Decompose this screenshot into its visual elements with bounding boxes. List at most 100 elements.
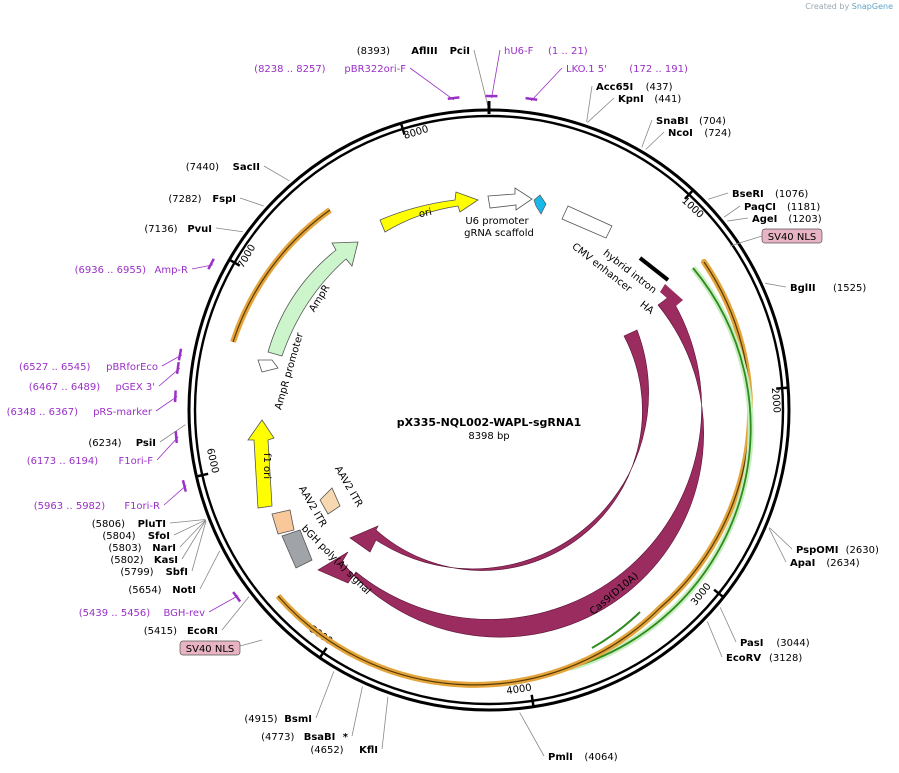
primer-coord-ampr: (6936 .. 6955) — [75, 265, 147, 276]
cmv-enhancer-box — [561, 205, 613, 239]
site-coord-apai: (2634) — [826, 558, 859, 569]
f1-ori-arrow — [247, 419, 275, 509]
site-name-bsmi: BsmI — [284, 714, 312, 725]
site-coord-sbfi: (5799) — [120, 567, 153, 578]
site-name-ecorv: EcoRV — [726, 653, 761, 664]
primer-coord-bghrev: (5439 .. 5456) — [79, 608, 151, 619]
snapgene-watermark: Created by SnapGene — [805, 2, 893, 11]
site-coord-kfli: (4652) — [310, 745, 343, 756]
site-leader-sfoi — [173, 519, 206, 536]
primer-leader-f1orif — [156, 436, 179, 461]
site-coord-sacii: (7440) — [186, 162, 219, 173]
site-coord-pmli: (4064) — [584, 752, 617, 763]
sv40-nls-badge-top: SV40 NLS — [761, 228, 823, 244]
ha-label: HA — [637, 299, 655, 317]
primer-coord-hu6f: (1 .. 21) — [548, 46, 588, 57]
site-leader-pspomi — [769, 527, 793, 550]
site-name-psii: PsiI — [136, 438, 156, 449]
site-coord-kpni: (441) — [654, 94, 681, 105]
ruler-tick — [229, 259, 241, 267]
primer-name-ampr: Amp-R — [155, 265, 189, 276]
site-name-pluti: PluTI — [138, 519, 166, 530]
site-name-ncoi: NcoI — [668, 128, 693, 139]
sv40-nls-leader-top — [729, 235, 763, 247]
ampr-promoter-arrow — [257, 359, 279, 373]
site-name-fspi: FspI — [212, 194, 236, 205]
site-name-nari: NarI — [152, 543, 176, 554]
primer-bar-lko15 — [525, 96, 538, 101]
primer-leader-f1orir — [163, 485, 187, 506]
site-coord-noti: (5654) — [128, 585, 161, 596]
primer-bar-pbrforeco — [177, 348, 183, 361]
site-name-kpni: KpnI — [618, 94, 644, 105]
ampr-arrow — [267, 241, 359, 357]
site-name-kfli: KflI — [359, 745, 378, 756]
ori-arrow — [379, 191, 479, 233]
aav2-itr-box-1 — [319, 487, 341, 515]
site-leader-paqci — [723, 205, 741, 218]
site-name-sbfi: SbfI — [166, 567, 188, 578]
primer-leader-pbrforeco — [161, 354, 183, 367]
f1-ori-label: f1 ori — [261, 453, 272, 479]
cas9-inner — [349, 329, 649, 571]
site-coord-fspi: (7282) — [168, 194, 201, 205]
plasmid-name: pX335-NQL002-WAPL-sgRNA1 — [397, 416, 582, 429]
plasmid-length: 8398 bp — [468, 431, 509, 442]
site-leader-bseri — [708, 192, 729, 200]
ruler-tick — [776, 386, 788, 390]
site-leader-ncoi — [645, 131, 665, 150]
site-coord-afliii: (8393) — [357, 46, 390, 57]
site-leader-acc65i — [586, 85, 593, 123]
site-leader-afliii — [473, 49, 489, 107]
site-coord-ncoi: (724) — [704, 128, 731, 139]
primer-leader-lko15 — [530, 67, 563, 102]
site-coord-paqci: (1181) — [787, 202, 820, 213]
site-name-kasi: KasI — [154, 555, 178, 566]
site-leader-bsabi — [351, 686, 363, 737]
primer-name-pbrforeco: pBRforEco — [106, 362, 158, 373]
primer-coord-lko15: (172 .. 191) — [629, 64, 688, 75]
site-coord-pspomi: (2630) — [846, 545, 879, 556]
site-name-agei: AgeI — [752, 214, 777, 225]
cas9-arrows — [317, 295, 704, 638]
primer-leader-pbr322ori — [409, 67, 455, 101]
grna-scaffold-label: gRNA scaffold — [464, 228, 534, 239]
sv40-nls-text-top: SV40 NLS — [768, 232, 817, 243]
ruler-tick — [530, 694, 535, 706]
site-leader-bsmi — [315, 671, 335, 719]
ruler-tick — [713, 588, 724, 598]
site-leader-ecori — [221, 596, 250, 631]
ruler-tick — [400, 123, 406, 136]
grna-scaffold-arrow — [533, 194, 547, 215]
site-name-pasi: PasI — [740, 638, 763, 649]
ruler-tick-label: 4000 — [506, 683, 533, 698]
site-name-acc65i: Acc65I — [596, 82, 633, 93]
site-coord-bsabi: (4773) — [261, 732, 294, 743]
site-leader-sacii — [263, 165, 290, 182]
primer-name-hu6f: hU6-F — [504, 46, 534, 57]
primer-coord-pbr322ori: (8238 .. 8257) — [254, 64, 326, 75]
orf-arrows — [230, 207, 754, 688]
site-leader-snabi — [641, 119, 653, 148]
watermark-brand: SnapGene — [851, 2, 893, 11]
site-name-snabi: SnaBI — [656, 116, 688, 127]
site-leader-kfli — [381, 696, 389, 750]
watermark-prefix: Created by — [805, 2, 850, 11]
primer-bar-f1orif — [174, 431, 178, 444]
site-leader-pvui — [215, 227, 243, 233]
primer-coord-pgex3: (6467 .. 6489) — [29, 382, 101, 393]
primer-leader-hu6f — [491, 49, 501, 99]
primer-coord-pbrforeco: (6527 .. 6545) — [19, 362, 91, 373]
site-name-bsabi: BsaBI — [304, 732, 336, 743]
site-extra-afliii: PciI — [450, 46, 470, 57]
u6-promoter-arrow — [487, 187, 533, 211]
primer-name-pbr322ori: pBR322ori-F — [344, 64, 406, 75]
site-coord-acc65i: (437) — [646, 82, 673, 93]
site-coord-nari: (5803) — [108, 543, 141, 554]
primer-bar-f1orir — [181, 479, 188, 492]
primer-leader-bghrev — [208, 595, 239, 613]
site-coord-bseri: (1076) — [775, 189, 808, 200]
site-name-pvui: PvuI — [187, 224, 212, 235]
backbone-inner — [193, 114, 785, 706]
